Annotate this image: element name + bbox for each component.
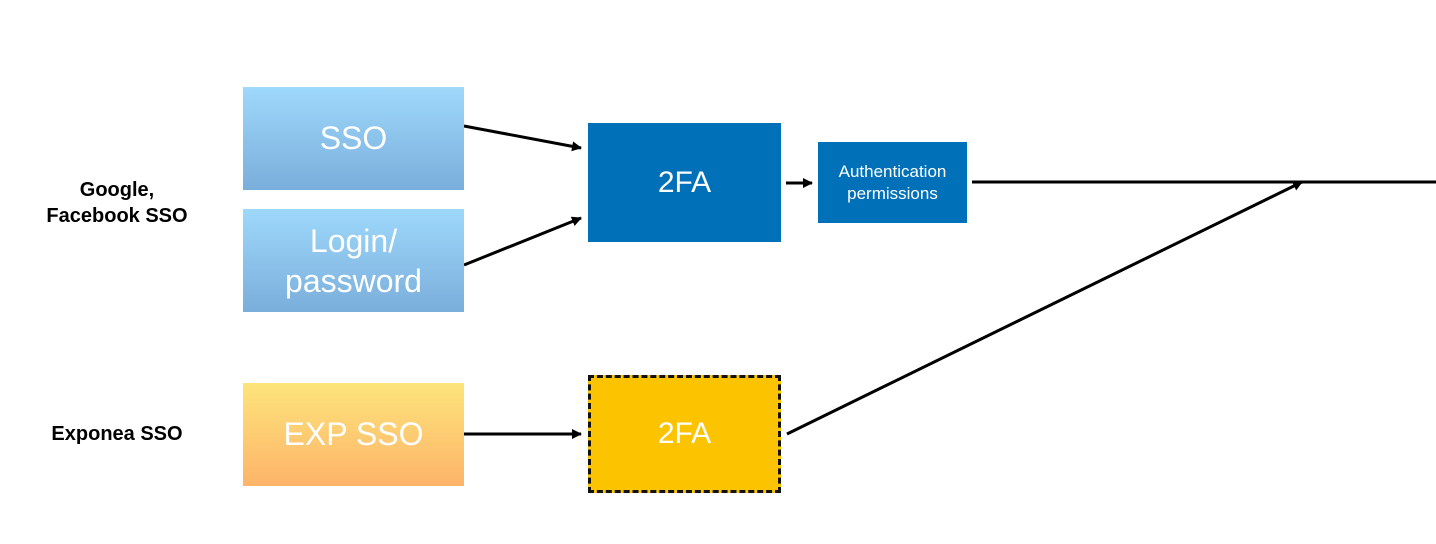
edge-sso-to-2fa [463, 124, 582, 152]
sso-node: SSO [243, 87, 464, 190]
edge-optional-2fa-to-merge [786, 180, 1303, 436]
login-node-label-line2: password [285, 262, 422, 299]
two-factor-node: 2FA [588, 123, 781, 242]
auth-node-label-line1: Authentication [838, 161, 947, 181]
exponea-sso-group-label: Exponea SSO [51, 423, 183, 445]
optional-two-factor-node-label: 2FA [657, 417, 712, 450]
exp-sso-node: EXP SSO [243, 383, 464, 486]
login-password-node: Login/ password [243, 209, 464, 312]
authentication-permissions-node: Authentication permissions [818, 142, 967, 223]
exp-sso-node-label: EXP SSO [283, 416, 424, 452]
two-factor-node-label: 2FA [657, 165, 712, 199]
sso-node-label: SSO [319, 120, 388, 156]
edge-login-to-2fa [463, 216, 582, 267]
social-sso-label-line1: Google, [79, 179, 155, 201]
auth-node-label-line2: permissions [847, 183, 938, 203]
social-sso-group-label: Google, Facebook SSO [24, 177, 210, 229]
login-node-label-line1: Login/ [309, 222, 398, 259]
optional-two-factor-node: 2FA [588, 375, 781, 493]
social-sso-label-line2: Facebook SSO [46, 205, 188, 227]
